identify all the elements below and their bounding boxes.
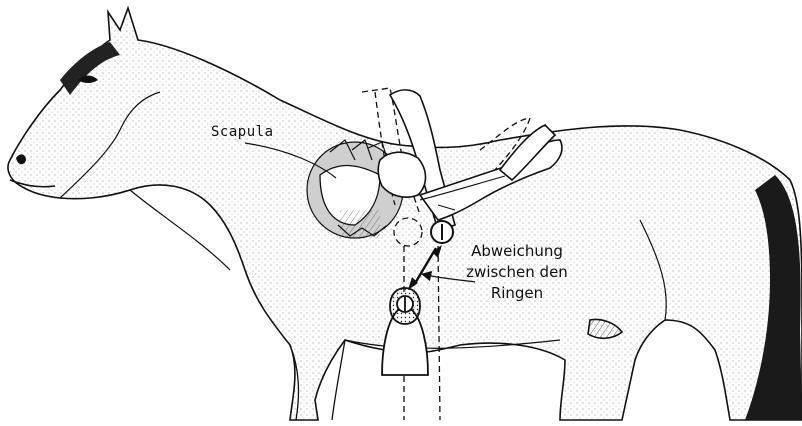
- deviation-label-line-2: zwischen den: [442, 262, 592, 283]
- scapula-label: Scapula: [211, 124, 274, 140]
- rear-ring: [431, 221, 453, 243]
- deviation-label-line-3: Ringen: [442, 283, 592, 304]
- deviation-label-line-1: Abweichung: [442, 241, 592, 262]
- deviation-label: Abweichung zwischen den Ringen: [442, 241, 592, 304]
